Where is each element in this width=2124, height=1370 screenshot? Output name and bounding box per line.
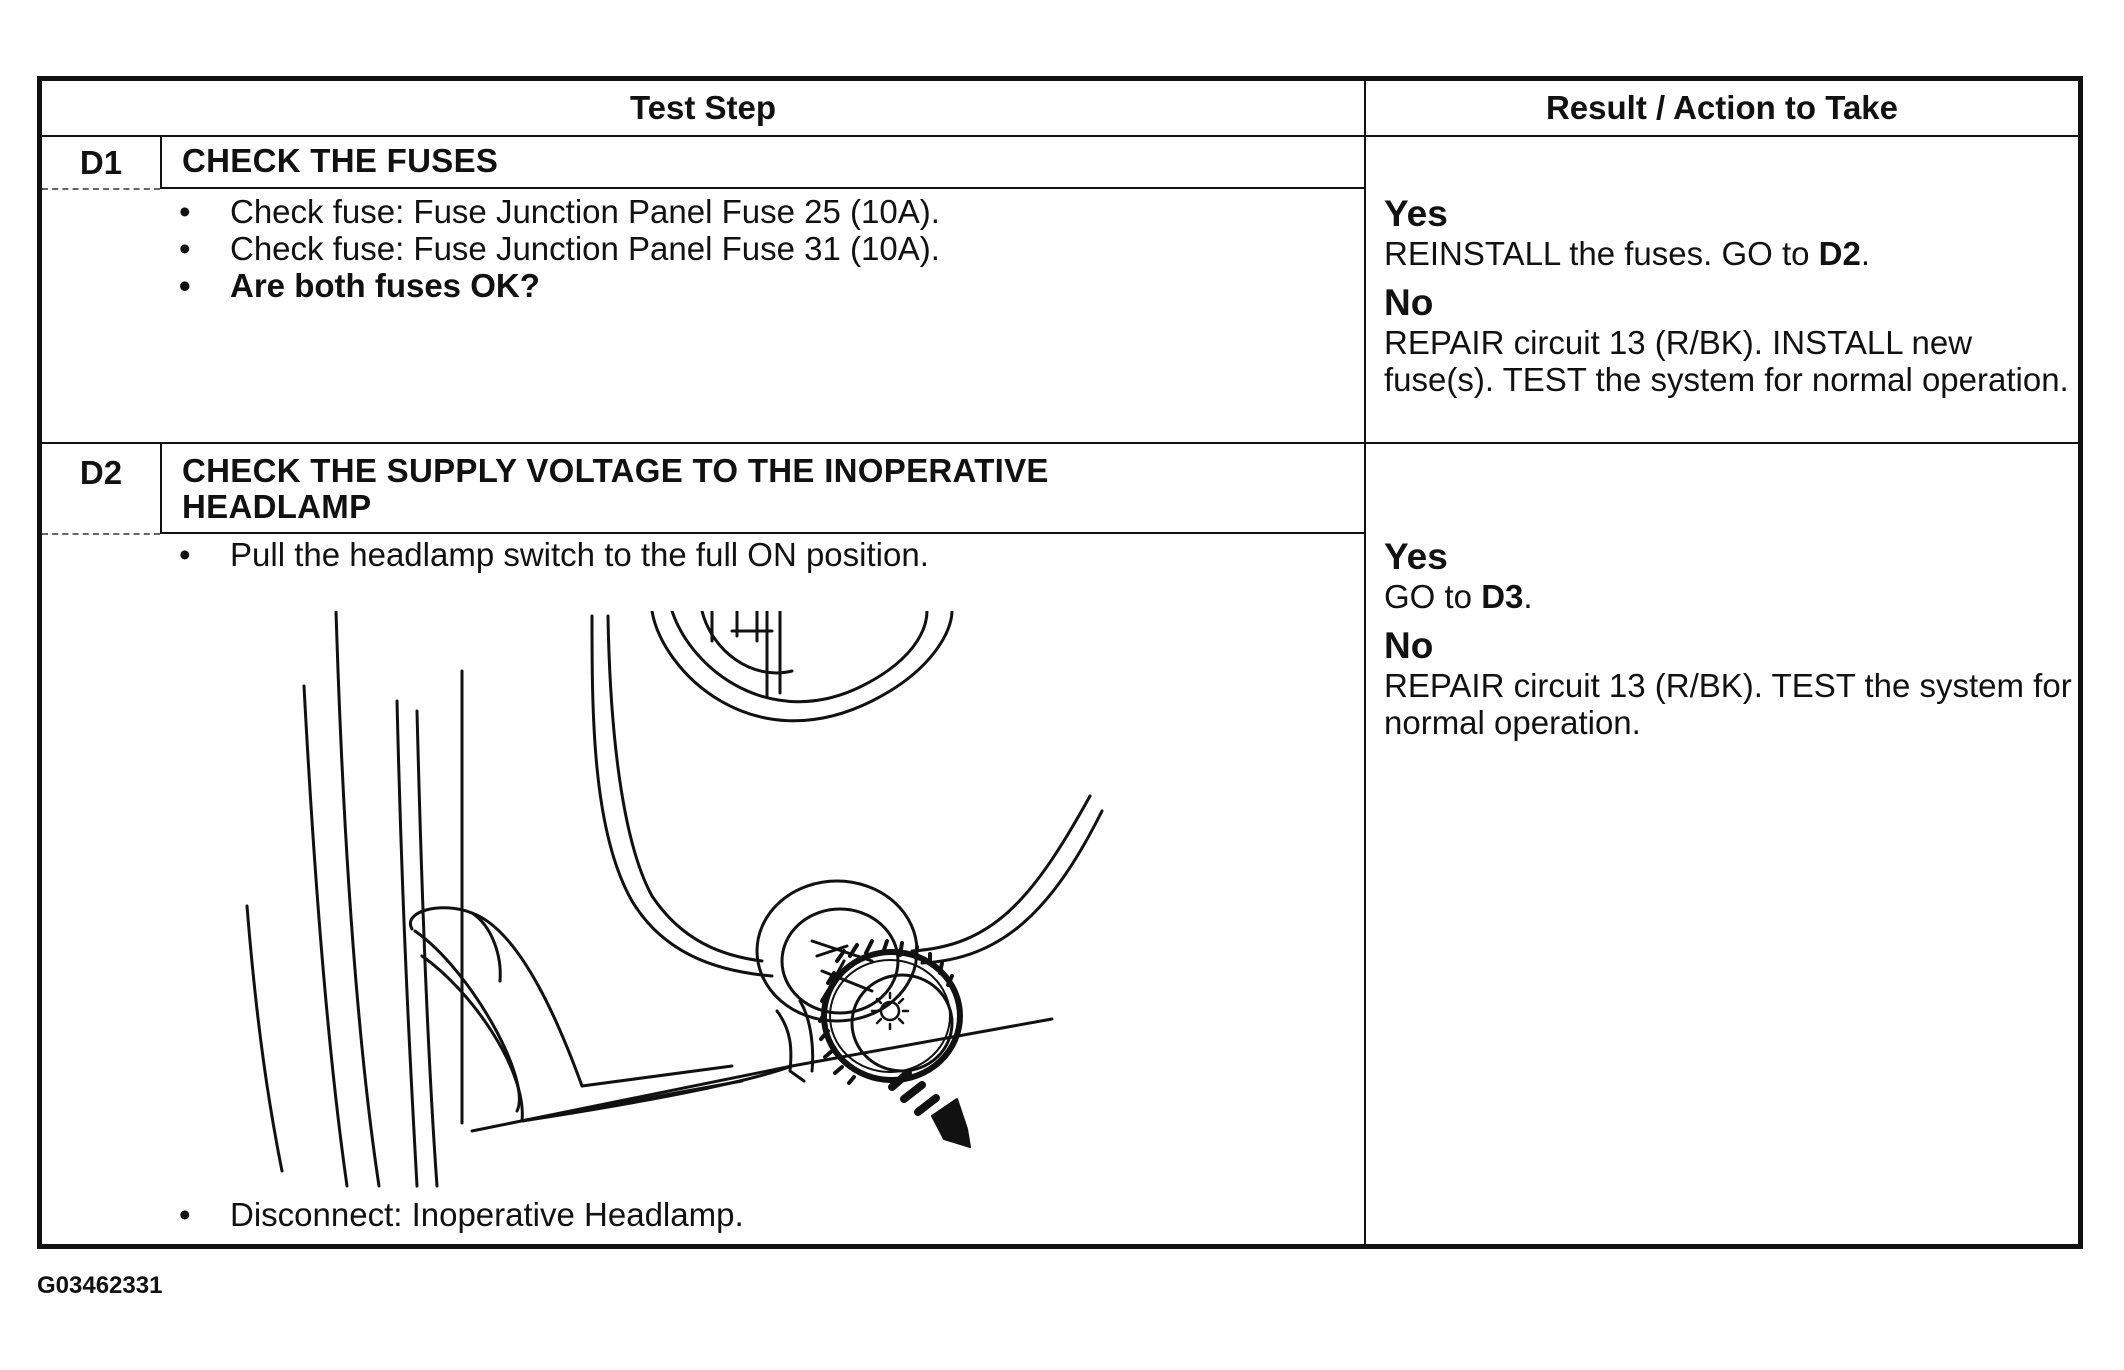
list-item: Check fuse: Fuse Junction Panel Fuse 31 … (177, 230, 940, 267)
step-question: Are both fuses OK? (177, 267, 940, 304)
step-ref: D3 (1481, 578, 1524, 615)
list-item: Check fuse: Fuse Junction Panel Fuse 25 … (177, 193, 940, 230)
step-id-d2: D2 (79, 454, 123, 491)
step-separator (42, 442, 2078, 444)
step-dashed-rule (42, 188, 160, 190)
column-divider (1364, 81, 1366, 1244)
no-action: REPAIR circuit 13 (R/BK). INSTALL new fu… (1384, 324, 2069, 398)
yes-label: Yes (1384, 536, 1448, 577)
figure-code: G03462331 (37, 1272, 163, 1299)
headlamp-switch-illustration (245, 611, 1104, 1188)
step-title-d2: CHECK THE SUPPLY VOLTAGE TO THE INOPERAT… (182, 452, 1049, 525)
yes-label: Yes (1384, 193, 1448, 234)
step-id-divider (160, 137, 162, 187)
step-d2-items-after: Disconnect: Inoperative Headlamp. (177, 1196, 744, 1233)
step-title-d1: CHECK THE FUSES (182, 142, 499, 179)
step-d2-result: Yes GO to D3. No REPAIR circuit 13 (R/BK… (1384, 536, 2074, 751)
step-id-divider (160, 444, 162, 532)
diagnostic-table: Test Step Result / Action to Take D1 CHE… (37, 76, 2083, 1249)
step-d1-result: Yes REINSTALL the fuses. GO to D2. No RE… (1384, 193, 2074, 408)
step-ref: D2 (1818, 235, 1861, 272)
yes-action: REINSTALL the fuses. GO to D2. (1384, 235, 1871, 272)
no-label: No (1384, 625, 1434, 666)
yes-action: GO to D3. (1384, 578, 1533, 615)
header-test-step: Test Step (629, 89, 777, 126)
no-action: REPAIR circuit 13 (R/BK). TEST the syste… (1384, 667, 2072, 741)
list-item: Pull the headlamp switch to the full ON … (177, 536, 929, 573)
header-result-action: Result / Action to Take (1545, 89, 1899, 126)
step-title-underline (160, 187, 1364, 189)
no-label: No (1384, 282, 1434, 323)
header-divider (42, 135, 2078, 137)
step-id-d1: D1 (79, 144, 123, 181)
step-d2-items: Pull the headlamp switch to the full ON … (177, 536, 929, 573)
step-dashed-rule (42, 533, 160, 535)
step-title-underline (160, 532, 1364, 534)
step-d1-items: Check fuse: Fuse Junction Panel Fuse 25 … (177, 193, 940, 304)
list-item: Disconnect: Inoperative Headlamp. (177, 1196, 744, 1233)
